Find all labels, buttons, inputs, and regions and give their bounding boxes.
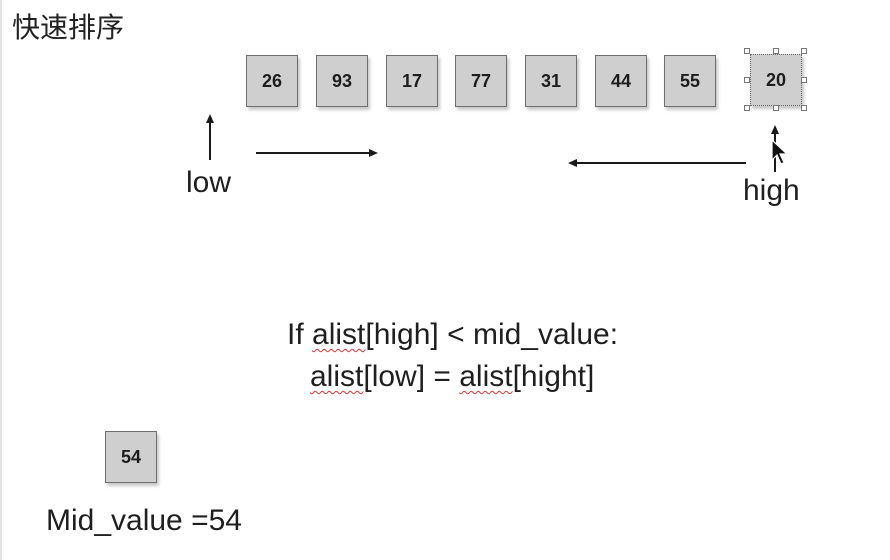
pivot-caption: Mid_value =54 bbox=[46, 504, 242, 537]
high-pointer-label: high bbox=[743, 174, 800, 207]
code-line-2: alist[low] = alist[hight] bbox=[310, 362, 594, 392]
low-up-arrowhead bbox=[206, 114, 214, 123]
list-box[interactable]: 26 bbox=[246, 55, 298, 107]
selection-handle-right[interactable] bbox=[801, 77, 807, 83]
list-box[interactable]: 77 bbox=[455, 55, 507, 107]
high-left-arrowhead bbox=[568, 159, 577, 167]
left-edge-divider bbox=[0, 0, 2, 560]
list-box[interactable]: 31 bbox=[525, 55, 577, 107]
code-line-1-alist: alist bbox=[312, 318, 366, 351]
list-box[interactable]: 93 bbox=[316, 55, 368, 107]
code-line-1-prefix: If bbox=[287, 318, 313, 351]
code-line-2-rest: [hight] bbox=[512, 360, 595, 393]
selection-handle-top-left[interactable] bbox=[744, 48, 750, 54]
selection-handle-left[interactable] bbox=[744, 77, 750, 83]
code-line-1-rest: [high] < mid_value: bbox=[365, 318, 619, 351]
mouse-pointer-icon bbox=[771, 138, 789, 165]
code-line-1: If alist[high] < mid_value: bbox=[287, 320, 618, 350]
selection-handle-top[interactable] bbox=[773, 48, 779, 54]
list-box[interactable]: 55 bbox=[664, 55, 716, 107]
slide-title: 快速排序 bbox=[12, 11, 125, 44]
selection-handle-bottom[interactable] bbox=[773, 105, 779, 111]
code-line-2-middle: [low] = bbox=[363, 360, 460, 393]
selection-handle-bottom-right[interactable] bbox=[801, 105, 807, 111]
list-box[interactable]: 17 bbox=[386, 55, 438, 107]
list-box[interactable]: 44 bbox=[595, 55, 647, 107]
low-right-arrowhead bbox=[369, 149, 378, 157]
code-line-2-alist-left: alist bbox=[310, 360, 364, 393]
high-up-arrowhead bbox=[771, 125, 779, 134]
code-line-2-alist-right: alist bbox=[459, 360, 513, 393]
low-pointer-label: low bbox=[186, 166, 232, 199]
selected-list-box[interactable]: 20 bbox=[750, 54, 802, 106]
pivot-box[interactable]: 54 bbox=[105, 431, 157, 483]
selection-handle-top-right[interactable] bbox=[801, 48, 807, 54]
selection-handle-bottom-left[interactable] bbox=[744, 105, 750, 111]
